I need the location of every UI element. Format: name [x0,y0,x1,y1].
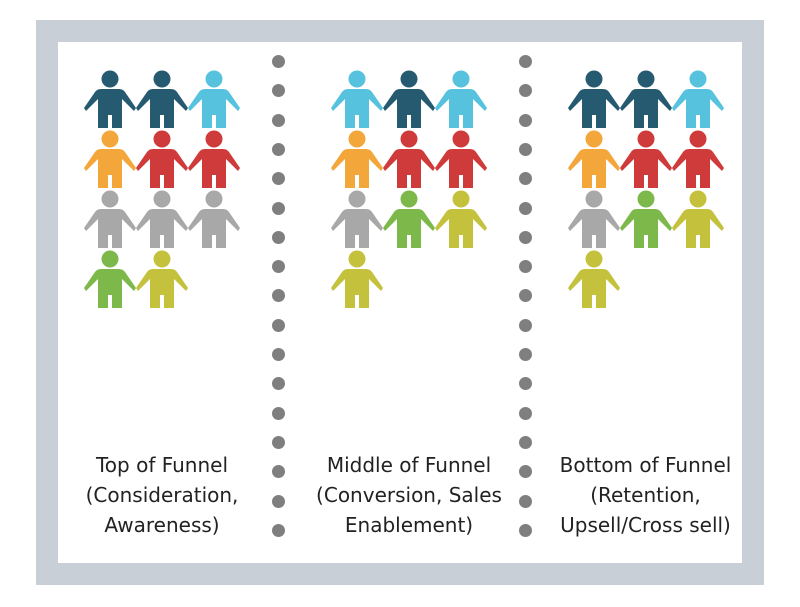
divider-dot [519,406,532,420]
divider-dot [519,377,532,391]
cyan-person-icon [434,70,488,130]
olive-person-icon [330,250,384,310]
divider-dot [272,318,285,332]
stage-caption: Top of Funnel (Consideration, Awareness) [58,450,266,540]
divider-dot [272,406,285,420]
red-person-icon [382,130,436,190]
divider-dot [519,230,532,244]
divider-dot [272,142,285,156]
divider-dot [519,318,532,332]
olive-person-icon [671,190,725,250]
dotted-divider [272,55,286,545]
dotted-divider [519,55,533,545]
navy-person-icon [83,70,137,130]
divider-dot [272,113,285,127]
gray-person-icon [330,190,384,250]
navy-person-icon [382,70,436,130]
divider-dot [272,172,285,186]
divider-dot [272,55,285,68]
red-person-icon [187,130,241,190]
divider-dot [519,113,532,127]
green-person-icon [83,250,137,310]
orange-person-icon [83,130,137,190]
olive-person-icon [567,250,621,310]
gray-person-icon [83,190,137,250]
red-person-icon [434,130,488,190]
divider-dot [272,523,285,537]
divider-dot [272,230,285,244]
red-person-icon [135,130,189,190]
divider-dot [272,201,285,215]
navy-person-icon [135,70,189,130]
divider-dot [519,348,532,361]
divider-dot [272,377,285,391]
navy-person-icon [567,70,621,130]
divider-dot [272,435,285,449]
green-person-icon [382,190,436,250]
divider-dot [519,55,532,68]
divider-dot [272,289,285,303]
navy-person-icon [619,70,673,130]
stage-middle-of-funnel: Middle of Funnel (Conversion, Sales Enab… [304,42,514,563]
divider-dot [519,465,532,479]
divider-dot [519,142,532,156]
caption-line: Enablement) [344,513,474,537]
cyan-person-icon [671,70,725,130]
caption-line: Upsell/Cross sell) [560,513,731,537]
gray-person-icon [187,190,241,250]
caption-line: (Conversion, Sales [316,483,502,507]
divider-dot [519,84,532,98]
red-person-icon [619,130,673,190]
divider-dot [272,84,285,98]
divider-dot [272,465,285,479]
stage-top-of-funnel: Top of Funnel (Consideration, Awareness) [58,42,266,563]
cyan-person-icon [330,70,384,130]
caption-line: Middle of Funnel [326,453,492,477]
stage-bottom-of-funnel: Bottom of Funnel (Retention, Upsell/Cros… [549,42,742,563]
olive-person-icon [135,250,189,310]
divider-dot [519,260,532,274]
gray-person-icon [567,190,621,250]
divider-dot [272,494,285,508]
caption-line: Top of Funnel [95,453,229,477]
divider-dot [272,260,285,274]
divider-dot [519,172,532,186]
stage-caption: Middle of Funnel (Conversion, Sales Enab… [304,450,514,540]
divider-dot [519,435,532,449]
caption-line: Awareness) [104,513,220,537]
caption-line: (Consideration, [85,483,239,507]
green-person-icon [619,190,673,250]
people-group [304,70,514,340]
cyan-person-icon [187,70,241,130]
diagram-panel: Top of Funnel (Consideration, Awareness)… [58,42,742,563]
orange-person-icon [567,130,621,190]
divider-dot [519,523,532,537]
divider-dot [519,289,532,303]
people-group [549,70,742,340]
caption-line: (Retention, [590,483,701,507]
caption-line: Bottom of Funnel [559,453,732,477]
divider-dot [272,348,285,361]
orange-person-icon [330,130,384,190]
red-person-icon [671,130,725,190]
olive-person-icon [434,190,488,250]
stage-caption: Bottom of Funnel (Retention, Upsell/Cros… [549,450,742,540]
divider-dot [519,494,532,508]
people-group [58,70,266,340]
gray-person-icon [135,190,189,250]
divider-dot [519,201,532,215]
